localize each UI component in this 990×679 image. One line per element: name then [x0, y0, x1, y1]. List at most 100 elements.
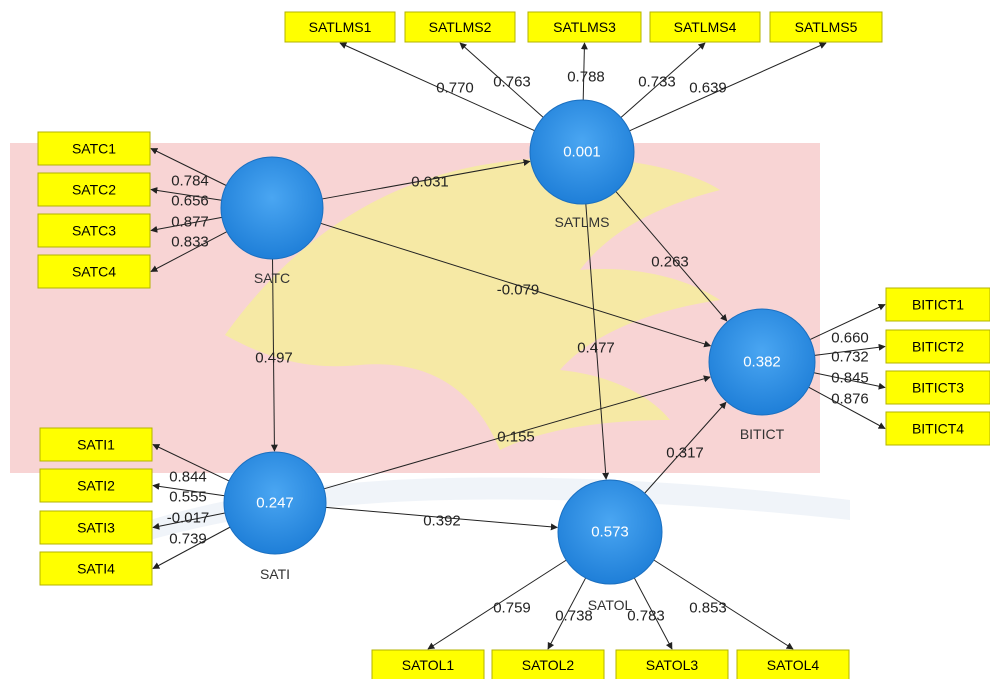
latent-circle[interactable] [223, 451, 327, 555]
indicator-label: SATLMS3 [553, 19, 616, 35]
indicator-box[interactable] [39, 510, 153, 545]
indicator-box[interactable] [736, 649, 850, 679]
loading-arrow-satlms4 [620, 42, 706, 118]
indicator-satlms2[interactable]: SATLMS2 [404, 11, 516, 43]
indicator-satol2[interactable]: SATOL2 [491, 649, 605, 679]
loading-arrow-sati2 [152, 482, 225, 497]
path-arrow-satlms-bitict [615, 191, 728, 322]
indicator-box[interactable] [615, 649, 729, 679]
indicator-box[interactable] [769, 11, 883, 43]
indicator-label: SATLMS4 [674, 19, 737, 35]
indicator-box[interactable] [491, 649, 605, 679]
latent-r2-value: 0.573 [591, 524, 629, 541]
indicator-satol4[interactable]: SATOL4 [736, 649, 850, 679]
indicator-sati2[interactable]: SATI2 [39, 468, 153, 503]
indicator-box[interactable] [37, 131, 151, 166]
path-arrow-sati-bitict [323, 375, 711, 490]
latent-name: SATI [260, 566, 290, 582]
indicator-box[interactable] [39, 551, 153, 586]
indicator-box[interactable] [37, 213, 151, 248]
indicator-bitict2[interactable]: BITICT2 [885, 329, 990, 364]
indicator-box[interactable] [885, 287, 990, 322]
path-coefficient-satlms-satol: 0.477 [577, 340, 615, 357]
indicator-satlms3[interactable]: SATLMS3 [527, 11, 642, 43]
indicator-bitict4[interactable]: BITICT4 [885, 411, 990, 446]
loading-arrow-sati3 [152, 512, 226, 530]
latent-satc[interactable]: SATC [220, 156, 324, 286]
path-coefficient-satc-bitict: -0.079 [497, 282, 540, 299]
indicator-satlms1[interactable]: SATLMS1 [284, 11, 396, 43]
indicator-box[interactable] [885, 370, 990, 405]
loading-satol2: 0.738 [555, 608, 593, 625]
loading-arrow-sati4 [152, 526, 231, 569]
path-coefficient-satc-satlms: 0.031 [411, 174, 449, 191]
loading-arrow-bitict1 [809, 303, 886, 341]
indicator-satol1[interactable]: SATOL1 [371, 649, 485, 679]
indicator-box[interactable] [37, 254, 151, 289]
path-arrow-satc-sati [270, 258, 278, 452]
indicator-label: SATI4 [77, 561, 115, 577]
indicator-label: SATOL2 [522, 657, 575, 673]
indicator-box[interactable] [885, 411, 990, 446]
indicator-sati1[interactable]: SATI1 [39, 427, 153, 462]
indicator-box[interactable] [885, 329, 990, 364]
indicator-label: SATC3 [72, 223, 116, 239]
indicator-box[interactable] [404, 11, 516, 43]
indicator-label: SATOL3 [646, 657, 699, 673]
loading-satlms3: 0.788 [567, 69, 605, 86]
latent-circle[interactable] [557, 479, 663, 585]
indicator-satol3[interactable]: SATOL3 [615, 649, 729, 679]
path-arrow-satc-satlms [322, 159, 531, 200]
loading-sati4: 0.739 [169, 531, 207, 548]
indicator-box[interactable] [37, 172, 151, 207]
loading-satc1: 0.784 [171, 173, 209, 190]
indicator-box[interactable] [39, 427, 153, 462]
latent-circle[interactable] [529, 99, 635, 205]
indicator-satc2[interactable]: SATC2 [37, 172, 151, 207]
arrows-layer [150, 42, 886, 650]
latent-name: SATC [254, 270, 290, 286]
path-arrow-satol-bitict [644, 401, 727, 494]
indicator-satc3[interactable]: SATC3 [37, 213, 151, 248]
indicator-box[interactable] [284, 11, 396, 43]
indicator-label: SATI1 [77, 437, 115, 453]
indicator-satlms4[interactable]: SATLMS4 [649, 11, 761, 43]
indicator-bitict1[interactable]: BITICT1 [885, 287, 990, 322]
indicator-satlms5[interactable]: SATLMS5 [769, 11, 883, 43]
loading-arrow-satol4 [653, 559, 794, 650]
loading-satc2: 0.656 [171, 193, 209, 210]
indicator-sati3[interactable]: SATI3 [39, 510, 153, 545]
loading-arrow-satol1 [427, 559, 567, 650]
path-arrow-sati-satol [325, 506, 558, 531]
latent-name: BITICT [740, 426, 785, 442]
indicator-box[interactable] [527, 11, 642, 43]
latent-r2-value: 0.382 [743, 354, 781, 371]
indicator-label: SATC1 [72, 141, 116, 157]
indicator-box[interactable] [39, 468, 153, 503]
coefficients-layer: 0.031-0.0790.4970.2630.4770.1550.3920.31… [167, 69, 869, 625]
indicator-box[interactable] [371, 649, 485, 679]
loading-arrow-satlms3 [580, 42, 588, 101]
path-coefficient-satc-sati: 0.497 [255, 350, 293, 367]
indicator-satc4[interactable]: SATC4 [37, 254, 151, 289]
path-coefficient-sati-satol: 0.392 [423, 513, 461, 530]
loading-sati3: -0.017 [167, 510, 210, 527]
indicator-satc1[interactable]: SATC1 [37, 131, 151, 166]
indicator-label: SATOL1 [402, 657, 455, 673]
indicator-box[interactable] [649, 11, 761, 43]
latent-circle[interactable] [220, 156, 324, 260]
latent-name: SATLMS [555, 214, 610, 230]
loading-arrow-satc2 [150, 186, 222, 201]
latent-circle[interactable] [708, 308, 816, 416]
loading-satol4: 0.853 [689, 600, 727, 617]
indicator-bitict3[interactable]: BITICT3 [885, 370, 990, 405]
indicator-sati4[interactable]: SATI4 [39, 551, 153, 586]
loading-arrow-satol3 [633, 577, 673, 650]
loading-bitict4: 0.876 [831, 391, 869, 408]
